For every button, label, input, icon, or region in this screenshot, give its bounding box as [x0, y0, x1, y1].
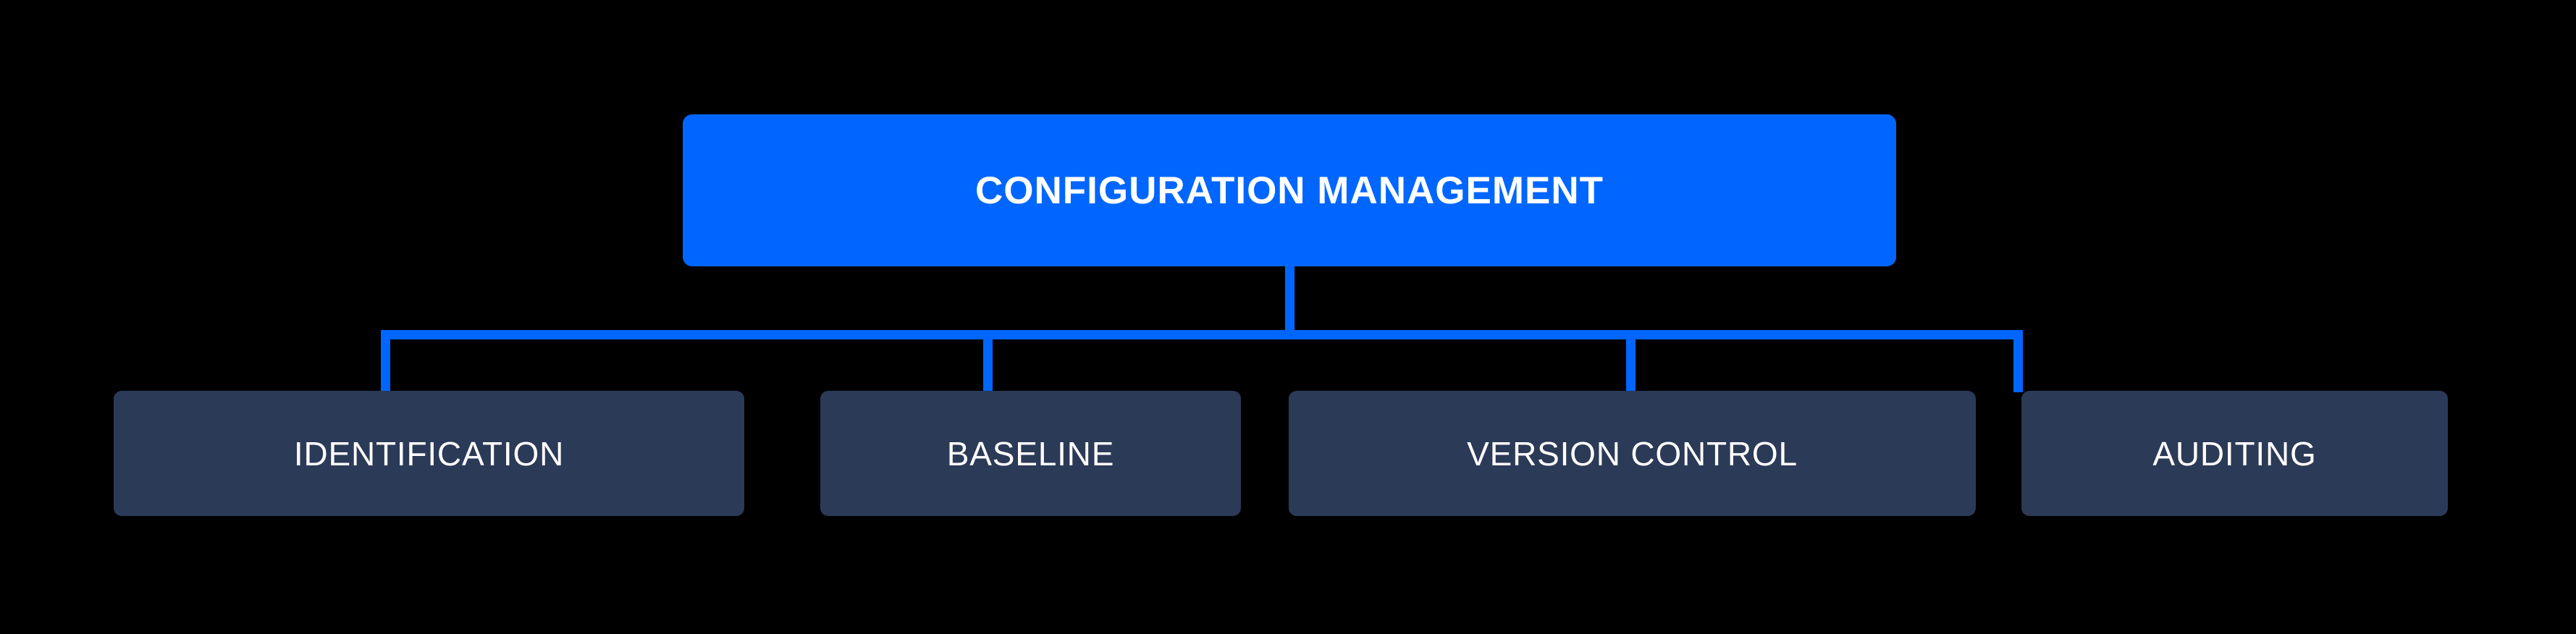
- node-child-label-baseline: BASELINE: [946, 434, 1115, 473]
- node-child-auditing[interactable]: AUDITING: [2021, 391, 2448, 516]
- node-child-identification[interactable]: IDENTIFICATION: [114, 391, 744, 516]
- connector-drop-baseline: [983, 330, 993, 392]
- node-child-label-identification: IDENTIFICATION: [293, 434, 565, 473]
- connector-drop-identification: [381, 330, 390, 392]
- connector-root-stem: [1285, 266, 1295, 331]
- connector-drop-version-control: [1626, 330, 1636, 392]
- node-root-label: CONFIGURATION MANAGEMENT: [975, 169, 1604, 212]
- connector-drop-auditing: [2013, 330, 2023, 392]
- node-child-label-version-control: VERSION CONTROL: [1467, 434, 1798, 473]
- connector-horizontal-bus: [381, 330, 2023, 339]
- node-child-baseline[interactable]: BASELINE: [820, 391, 1241, 516]
- node-child-label-auditing: AUDITING: [2152, 434, 2317, 473]
- node-root-configuration-management[interactable]: CONFIGURATION MANAGEMENT: [683, 114, 1896, 266]
- node-child-version-control[interactable]: VERSION CONTROL: [1289, 391, 1976, 516]
